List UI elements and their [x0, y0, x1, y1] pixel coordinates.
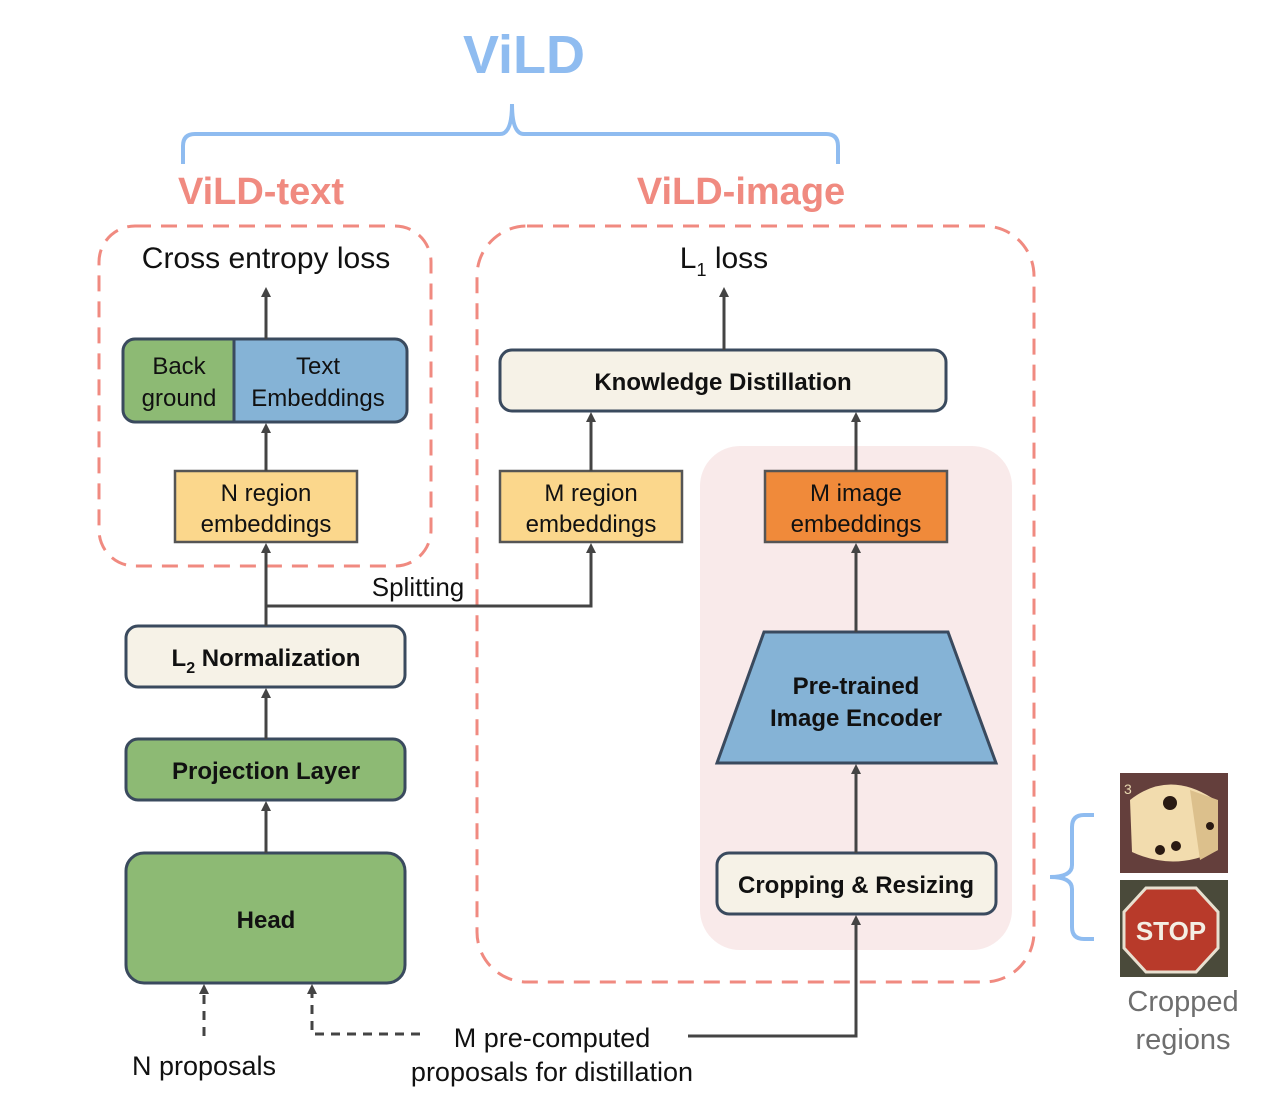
vild-image-label: ViLD-image: [637, 171, 845, 213]
arrow-m-proposals-to-head: [307, 984, 420, 1036]
n-region-label-2: embeddings: [201, 511, 332, 538]
stop-sign-thumbnail: STOP: [1120, 880, 1228, 977]
head-label: Head: [237, 907, 296, 934]
m-proposals-label-2: proposals for distillation: [411, 1057, 693, 1087]
l2-normalization-label: L2 Normalization: [172, 645, 361, 677]
vild-text-label: ViLD-text: [178, 171, 344, 213]
image-encoder-label-2: Image Encoder: [770, 705, 942, 732]
text-embeddings-label: Text: [296, 353, 340, 380]
cross-entropy-loss: Cross entropy loss: [142, 242, 390, 275]
cropped-regions-brace: [1049, 813, 1094, 941]
cropping-resizing-label: Cropping & Resizing: [738, 872, 974, 899]
cropped-regions-label-2: regions: [1135, 1024, 1230, 1056]
background-label: Back: [152, 353, 206, 380]
splitting-label: Splitting: [372, 572, 465, 602]
svg-text:3: 3: [1124, 781, 1132, 797]
image-encoder-box: [714, 630, 999, 765]
image-encoder-label: Pre-trained: [793, 673, 920, 700]
n-proposals-label: N proposals: [132, 1051, 276, 1081]
knowledge-distillation-label: Knowledge Distillation: [594, 369, 851, 396]
text-embeddings-box: [233, 339, 407, 422]
m-image-embeddings-box: [763, 469, 949, 544]
m-region-label-2: embeddings: [526, 511, 657, 538]
l1-loss: L1 loss: [680, 242, 768, 280]
text-embeddings-label-2: Embeddings: [251, 385, 384, 412]
top-brace: [181, 103, 840, 164]
vild-image-group: [475, 224, 1036, 984]
projection-layer-label: Projection Layer: [172, 758, 360, 785]
vild-title: ViLD: [463, 25, 585, 85]
dice-thumbnail: 3: [1120, 773, 1228, 873]
m-image-label: M image: [810, 480, 902, 507]
m-region-label: M region: [544, 480, 637, 507]
vild-text-group: [97, 224, 433, 568]
m-proposals-label: M pre-computed: [454, 1023, 651, 1053]
n-region-label: N region: [221, 480, 312, 507]
background-embedding-box: [123, 339, 235, 422]
cropped-regions-label: Cropped: [1127, 986, 1238, 1018]
stop-sign-text: STOP: [1136, 916, 1206, 946]
background-label-2: ground: [142, 385, 217, 412]
m-image-label-2: embeddings: [791, 511, 922, 538]
m-region-embeddings-box: [498, 469, 684, 544]
arrow-proposals-to-crop: [688, 915, 861, 1038]
splitting-connector: [266, 543, 596, 608]
